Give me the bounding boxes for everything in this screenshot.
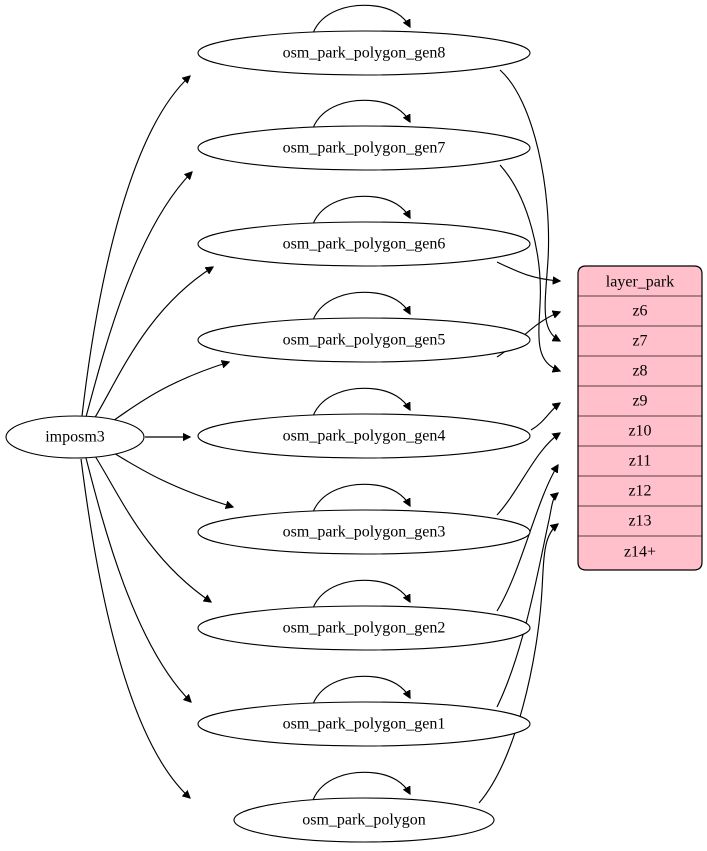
table-row-label-z6: z6 bbox=[632, 303, 647, 320]
self-loop-gen8 bbox=[312, 4, 410, 34]
edge-gen7-to-z9 bbox=[499, 164, 560, 371]
self-loop-gen2 bbox=[312, 579, 410, 609]
edge-imposm3-to-gen1 bbox=[85, 457, 191, 702]
table-dividers bbox=[578, 295, 702, 537]
table-row[interactable]: z8 bbox=[632, 363, 647, 380]
edge-imposm3-to-gen5 bbox=[109, 362, 229, 424]
edge-base-to-z14 bbox=[478, 524, 558, 804]
table-row-label-z12: z12 bbox=[628, 483, 651, 500]
gen5-ellipse[interactable] bbox=[197, 317, 531, 363]
table-header-label: layer_park bbox=[606, 274, 674, 291]
gen8-label: osm_park_polygon_gen8 bbox=[283, 45, 446, 62]
gen8-ellipse[interactable] bbox=[197, 30, 531, 76]
self-loop-gen3 bbox=[312, 483, 410, 513]
imposm3-label: imposm3 bbox=[45, 429, 105, 446]
table-row-label-z10: z10 bbox=[628, 423, 651, 440]
table-row-label-z8: z8 bbox=[632, 363, 647, 380]
node-gen8[interactable]: osm_park_polygon_gen8 bbox=[197, 30, 531, 76]
self-loop-base bbox=[312, 771, 410, 801]
gen4-ellipse[interactable] bbox=[197, 413, 531, 459]
node-gen7[interactable]: osm_park_polygon_gen7 bbox=[197, 125, 531, 171]
table-row-label-z9: z9 bbox=[632, 393, 647, 410]
edges-source-to-nodes bbox=[80, 76, 233, 798]
self-loop-gen6 bbox=[312, 195, 410, 225]
gen4-label: osm_park_polygon_gen4 bbox=[283, 428, 446, 445]
node-base[interactable]: osm_park_polygon bbox=[233, 797, 495, 843]
gen3-label: osm_park_polygon_gen3 bbox=[283, 524, 446, 541]
table-header: layer_park bbox=[606, 274, 674, 291]
table-row-label-z7: z7 bbox=[632, 333, 647, 350]
table-row-label-z11: z11 bbox=[629, 453, 652, 470]
table-row[interactable]: z12 bbox=[628, 483, 651, 500]
edge-imposm3-to-gen3 bbox=[111, 451, 233, 507]
self-loop-gen7 bbox=[312, 99, 410, 129]
imposm3-ellipse[interactable] bbox=[5, 415, 145, 459]
node-gen3[interactable]: osm_park_polygon_gen3 bbox=[197, 509, 531, 555]
edge-gen2-to-z12 bbox=[496, 465, 558, 612]
table-border bbox=[577, 265, 703, 571]
gen2-label: osm_park_polygon_gen2 bbox=[283, 620, 446, 637]
table-row[interactable]: z6 bbox=[632, 303, 647, 320]
table-row[interactable]: z7 bbox=[632, 333, 647, 350]
table-row[interactable]: z11 bbox=[629, 453, 652, 470]
node-gen2[interactable]: osm_park_polygon_gen2 bbox=[197, 605, 531, 651]
edge-gen6-to-z6 bbox=[496, 261, 560, 281]
edge-gen3-to-z11 bbox=[496, 433, 560, 516]
edge-imposm3-to-base bbox=[80, 458, 190, 798]
node-gen5[interactable]: osm_park_polygon_gen5 bbox=[197, 317, 531, 363]
table-row[interactable]: z13 bbox=[628, 513, 651, 530]
node-gen4[interactable]: osm_park_polygon_gen4 bbox=[197, 413, 531, 459]
edge-gen5-to-z7 bbox=[496, 312, 560, 358]
base-ellipse[interactable] bbox=[233, 797, 495, 843]
table-row-label-z14: z14+ bbox=[624, 544, 656, 561]
gen6-label: osm_park_polygon_gen6 bbox=[283, 236, 446, 253]
gen7-ellipse[interactable] bbox=[197, 125, 531, 171]
self-loop-gen5 bbox=[312, 291, 410, 321]
gen3-ellipse[interactable] bbox=[197, 509, 531, 555]
edge-gen4-to-z10 bbox=[530, 403, 560, 431]
self-loop-gen1 bbox=[312, 675, 410, 705]
node-gen6[interactable]: osm_park_polygon_gen6 bbox=[197, 221, 531, 267]
table-row[interactable]: z9 bbox=[632, 393, 647, 410]
gen7-label: osm_park_polygon_gen7 bbox=[283, 140, 446, 157]
gen5-label: osm_park_polygon_gen5 bbox=[283, 332, 446, 349]
table-row-label-z13: z13 bbox=[628, 513, 651, 530]
edge-gen8-to-z8 bbox=[499, 69, 560, 341]
gen2-ellipse[interactable] bbox=[197, 605, 531, 651]
gen1-label: osm_park_polygon_gen1 bbox=[283, 716, 446, 733]
edge-imposm3-to-gen7 bbox=[85, 172, 192, 418]
self-loops bbox=[312, 4, 410, 801]
base-label: osm_park_polygon bbox=[302, 812, 426, 829]
table-row[interactable]: z14+ bbox=[624, 544, 656, 561]
edge-imposm3-to-gen6 bbox=[93, 267, 213, 420]
edge-imposm3-to-gen8 bbox=[81, 76, 190, 417]
edges-nodes-to-table bbox=[478, 69, 560, 804]
gen6-ellipse[interactable] bbox=[197, 221, 531, 267]
layer-park-table[interactable]: layer_park z6 z7 z8 bbox=[577, 265, 703, 571]
self-loop-gen4 bbox=[312, 387, 410, 417]
node-imposm3[interactable]: imposm3 bbox=[5, 415, 145, 459]
edge-imposm3-to-gen2 bbox=[94, 455, 211, 602]
edge-gen1-to-z13 bbox=[496, 493, 558, 708]
node-gen1[interactable]: osm_park_polygon_gen1 bbox=[197, 701, 531, 747]
table-body-fill bbox=[578, 266, 702, 570]
gen1-ellipse[interactable] bbox=[197, 701, 531, 747]
table-row[interactable]: z10 bbox=[628, 423, 651, 440]
